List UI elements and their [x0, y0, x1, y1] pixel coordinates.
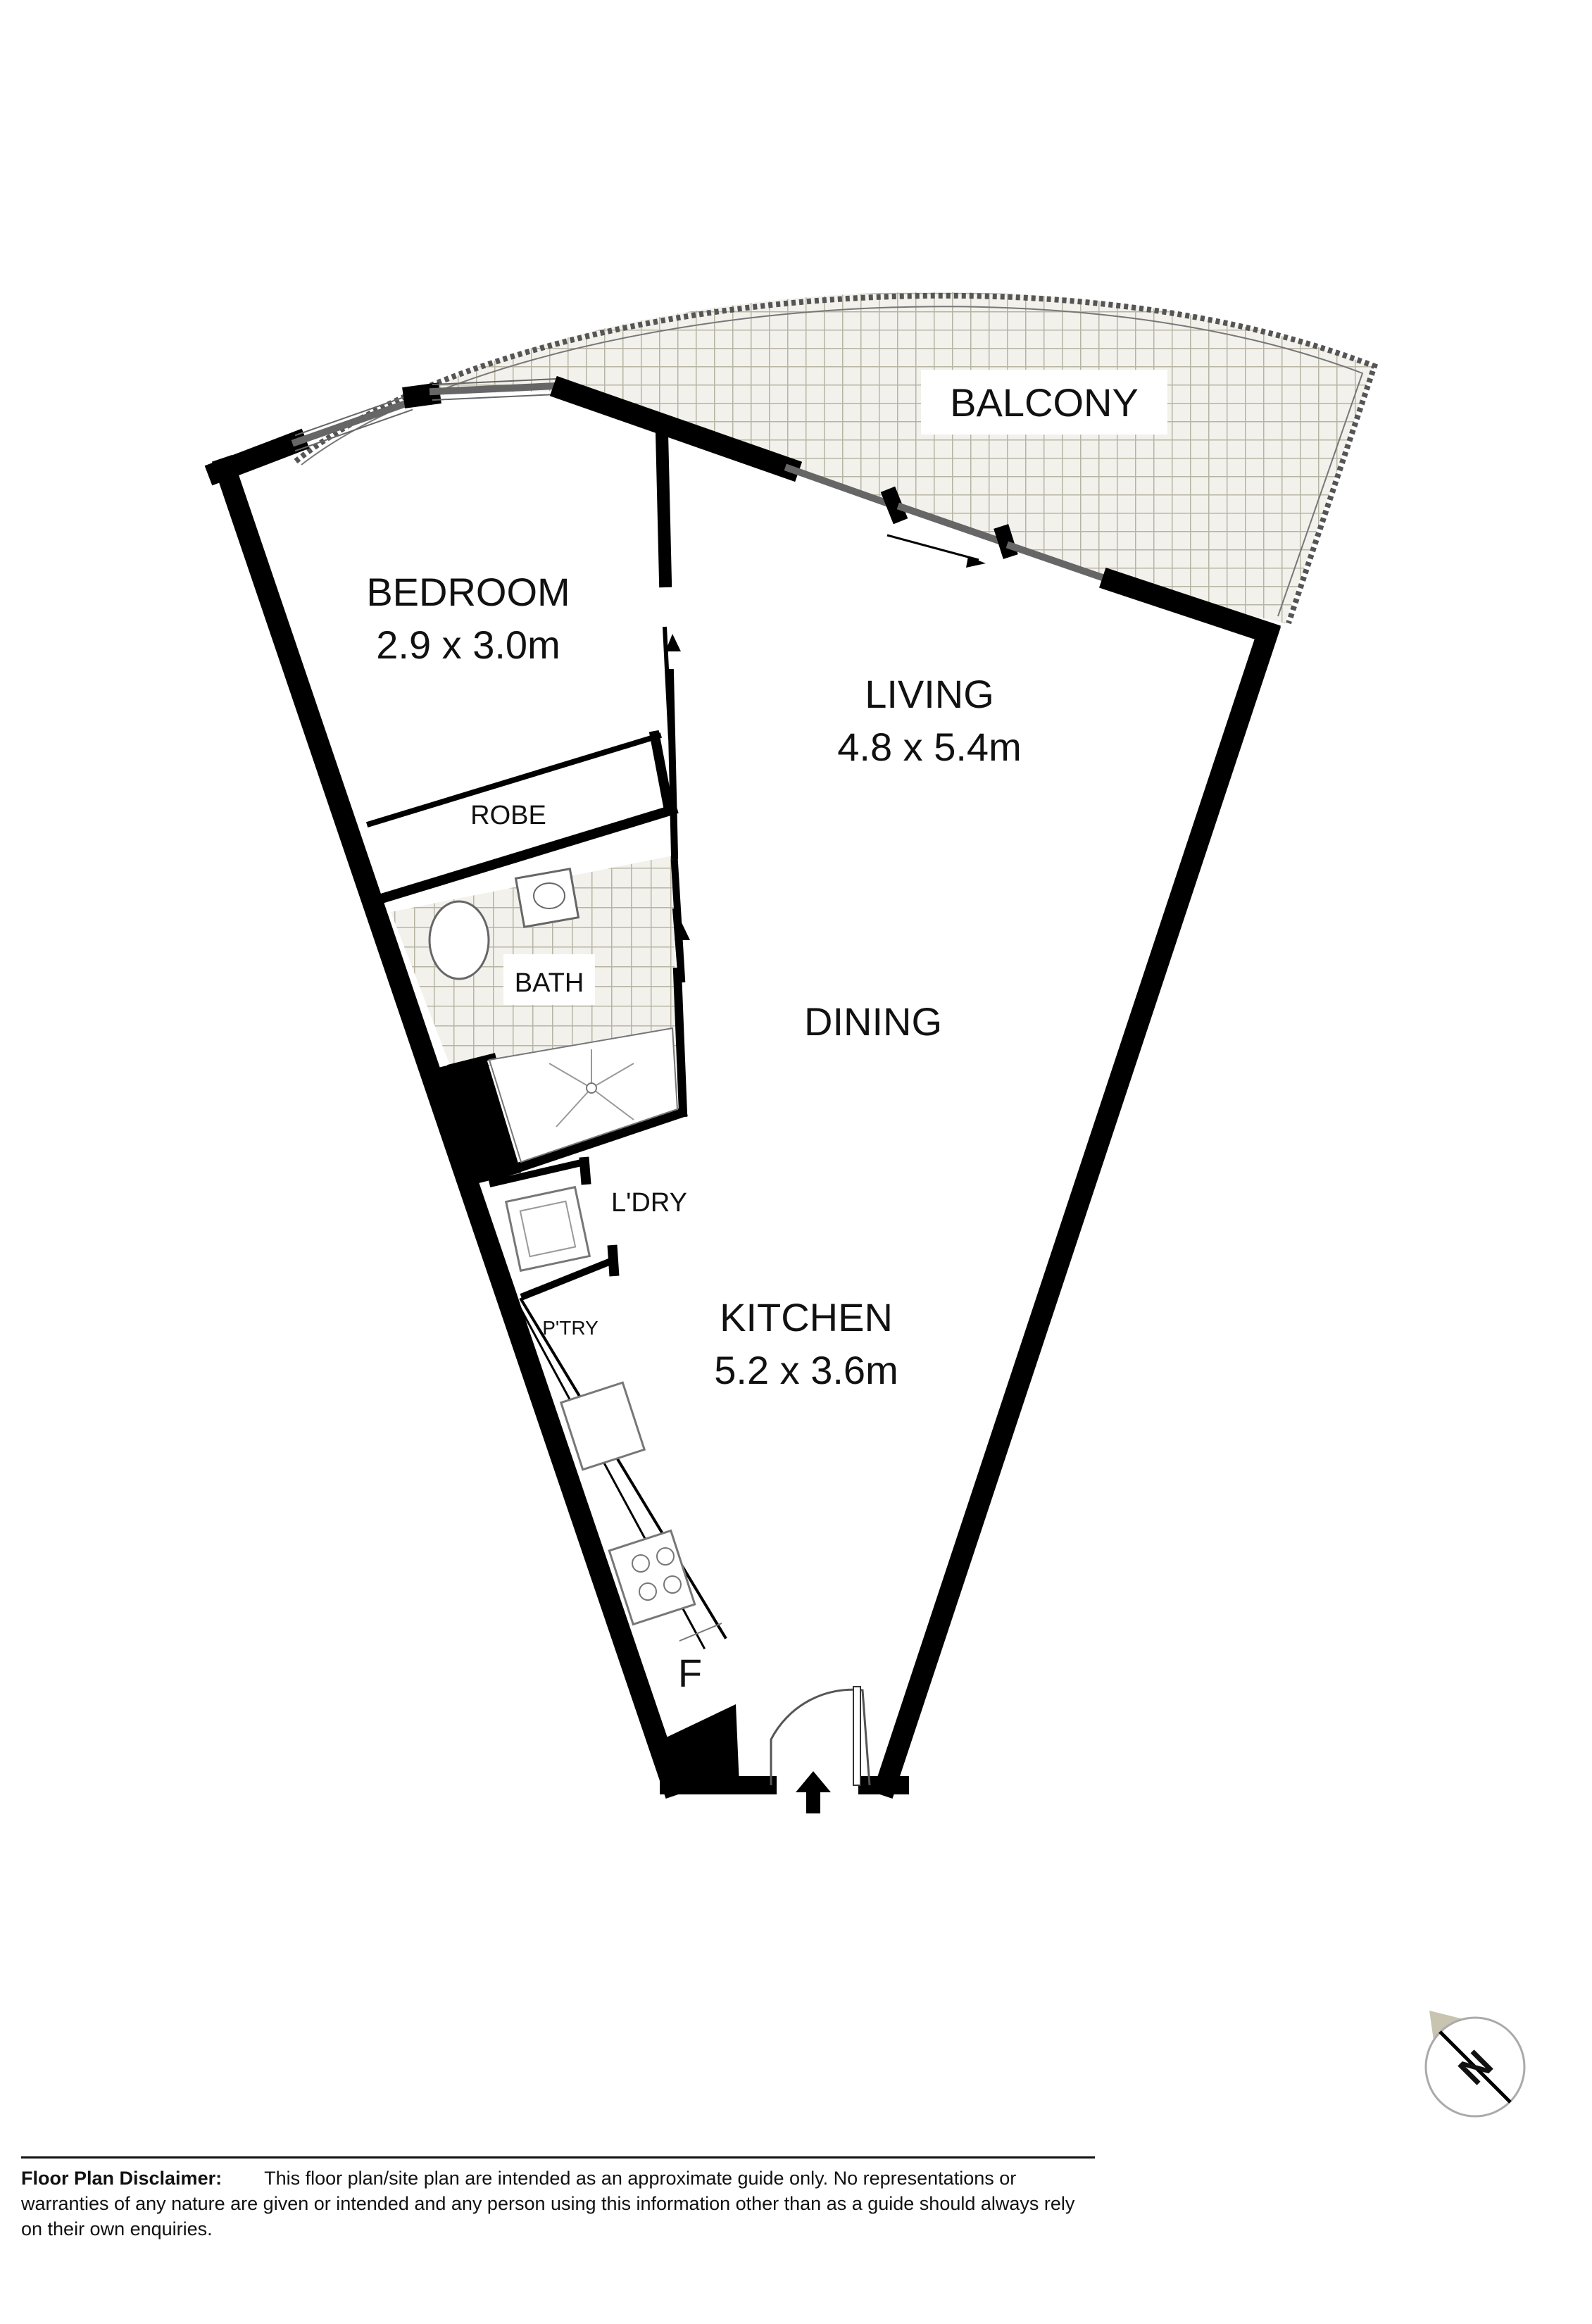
fridge-label: F: [678, 1651, 702, 1695]
bedroom-size: 2.9 x 3.0m: [376, 623, 560, 667]
compass-icon: N: [1424, 2011, 1526, 2118]
service-duct: [426, 1056, 521, 1187]
bedroom-label: BEDROOM: [366, 570, 570, 614]
robe-label: ROBE: [470, 801, 546, 830]
kitchen-size: 5.2 x 3.6m: [714, 1348, 898, 1392]
toilet-icon: [428, 900, 490, 980]
laundry-tub-icon: [504, 1185, 591, 1273]
living-size: 4.8 x 5.4m: [837, 725, 1021, 769]
disclaimer-title: Floor Plan Disclaimer:: [21, 2168, 222, 2189]
kitchen-sink-icon: [559, 1381, 646, 1471]
dining-label: DINING: [804, 999, 942, 1044]
entry-arrow-icon: [796, 1771, 831, 1813]
balcony-label: BALCONY: [950, 380, 1139, 425]
laundry-label: L'DRY: [611, 1188, 687, 1218]
living-label: LIVING: [865, 672, 994, 716]
kitchen-label: KITCHEN: [720, 1295, 893, 1339]
balcony-label-box: [921, 370, 1167, 435]
pantry-label: P'TRY: [542, 1317, 598, 1339]
bottom-wall-block: [662, 1704, 739, 1785]
shower-icon: [488, 1027, 679, 1163]
disclaimer-text: This floor plan/site plan are intended a…: [21, 2168, 1075, 2239]
disclaimer: Floor Plan Disclaimer:This floor plan/si…: [21, 2166, 1098, 2242]
bath-label: BATH: [515, 968, 584, 998]
disclaimer-divider: [21, 2156, 1095, 2159]
walls: [204, 375, 1281, 1799]
